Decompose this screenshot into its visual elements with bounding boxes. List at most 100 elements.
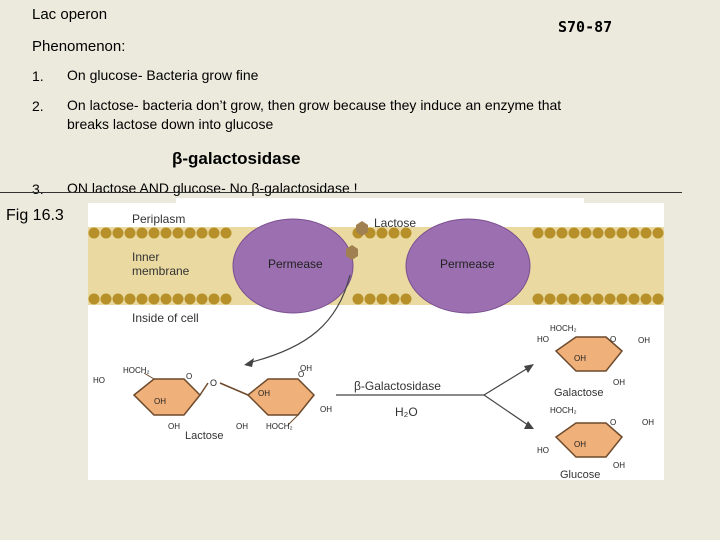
phospholipid-head [220,227,232,239]
phospholipid-head [640,293,652,305]
glucose-hoch2: HOCH₂ [550,406,577,415]
label-lactose-bottom: Lactose [185,430,224,442]
glucose-oh-2: OH [574,440,586,449]
lactose-hoch2-1: HOCH₂ [123,366,150,375]
galactose-oh-3: OH [613,378,625,387]
phospholipid-head [640,227,652,239]
item-2-text-line2: breaks lactose down into glucose [67,116,274,132]
lactose-hoch2-2: HOCH₂ [266,422,293,431]
phospholipid-head [208,227,220,239]
phospholipid-head [100,293,112,305]
phospholipid-head [616,293,628,305]
phospholipid-head [580,293,592,305]
label-periplasm: Periplasm [132,212,185,226]
label-permease-right: Permease [440,257,495,271]
phospholipid-head [124,293,136,305]
glucose-oh-1: OH [642,418,654,427]
phospholipid-head [652,293,664,305]
phospholipid-head [184,227,196,239]
galactose-o: O [610,335,616,344]
phospholipid-head [172,227,184,239]
item-1-text: On glucose- Bacteria grow fine [67,67,259,83]
phospholipid-head [184,293,196,305]
lactose-oh-6: OH [236,422,248,431]
phenomenon-label: Phenomenon: [32,38,126,55]
permease-left-shape [232,218,354,314]
phospholipid-head [160,293,172,305]
item-3-number: 3. [32,181,44,197]
membrane-bilayer [88,227,664,305]
phospholipid-head [532,293,544,305]
lactose-o-ring2: O [298,370,304,379]
transport-arrow [247,274,351,364]
item-2-text-line1: On lactose- bacteria don’t grow, then gr… [67,97,562,113]
lactose-structure [132,372,316,426]
lactose-oh-4: OH [258,389,270,398]
slide-code: S70-87 [558,18,613,36]
label-inner-2: membrane [132,264,190,278]
galactose-oh-2: OH [574,354,586,363]
phospholipid-head [112,293,124,305]
arrow-to-glucose [483,394,529,426]
lactose-oh-1: OH [154,397,166,406]
enzyme-name: β-galactosidase [172,149,301,168]
galactose-ho: HO [537,335,549,344]
phospholipid-head [592,293,604,305]
item-1-number: 1. [32,68,44,84]
phospholipid-head [628,227,640,239]
phospholipid-head [652,227,664,239]
glucose-ho: HO [537,446,549,455]
phospholipid-head [580,227,592,239]
label-lactose-top: Lactose [374,216,416,230]
phospholipid-head [556,293,568,305]
phospholipid-head [604,293,616,305]
phospholipid-head [544,227,556,239]
phospholipid-head [556,227,568,239]
phospholipid-head [532,227,544,239]
phospholipid-head [400,227,412,239]
label-inner-1: Inner [132,250,159,264]
phospholipid-head [172,293,184,305]
phospholipid-head [148,227,160,239]
phospholipid-head [568,227,580,239]
galactose-oh-1: OH [638,336,650,345]
arrow-to-galactose [483,367,529,396]
phospholipid-head [388,227,400,239]
phospholipid-head [88,227,100,239]
permease-right-shape [405,218,531,314]
glucose-ring [554,422,624,458]
lactose-oh-3: OH [300,364,312,373]
lac-operon-figure: Periplasm Lactose Inner membrane Permeas… [88,203,664,481]
phospholipid-head [544,293,556,305]
phospholipid-head [388,293,400,305]
label-glucose: Glucose [560,469,600,480]
transport-arrowhead [244,358,254,367]
galactose-hoch2: HOCH₂ [550,324,577,333]
figure-top-strip [176,198,584,206]
label-inside-cell: Inside of cell [132,311,199,325]
phospholipid-head [364,293,376,305]
arrowhead-galactose [524,364,534,373]
label-permease-left: Permease [268,257,323,271]
lactose-molecule-2 [346,245,358,260]
lactose-oh-5: OH [320,405,332,414]
phospholipid-head [148,293,160,305]
phospholipid-head [376,227,388,239]
phospholipid-head [400,293,412,305]
lactose-o-link: O [210,378,217,388]
label-beta-galactosidase: β-Galactosidase [354,379,441,393]
phospholipid-head [196,293,208,305]
glucose-o: O [610,418,616,427]
phospholipid-head [88,293,100,305]
figure-label: Fig 16.3 [6,207,64,224]
phospholipid-head [604,227,616,239]
phospholipid-head [100,227,112,239]
galactose-ring [554,336,624,372]
phospholipid-head [628,293,640,305]
phospholipid-head [160,227,172,239]
phospholipid-head [124,227,136,239]
label-galactose: Galactose [554,387,604,399]
phospholipid-head [208,293,220,305]
glucose-oh-3: OH [613,461,625,470]
phospholipid-head [136,293,148,305]
